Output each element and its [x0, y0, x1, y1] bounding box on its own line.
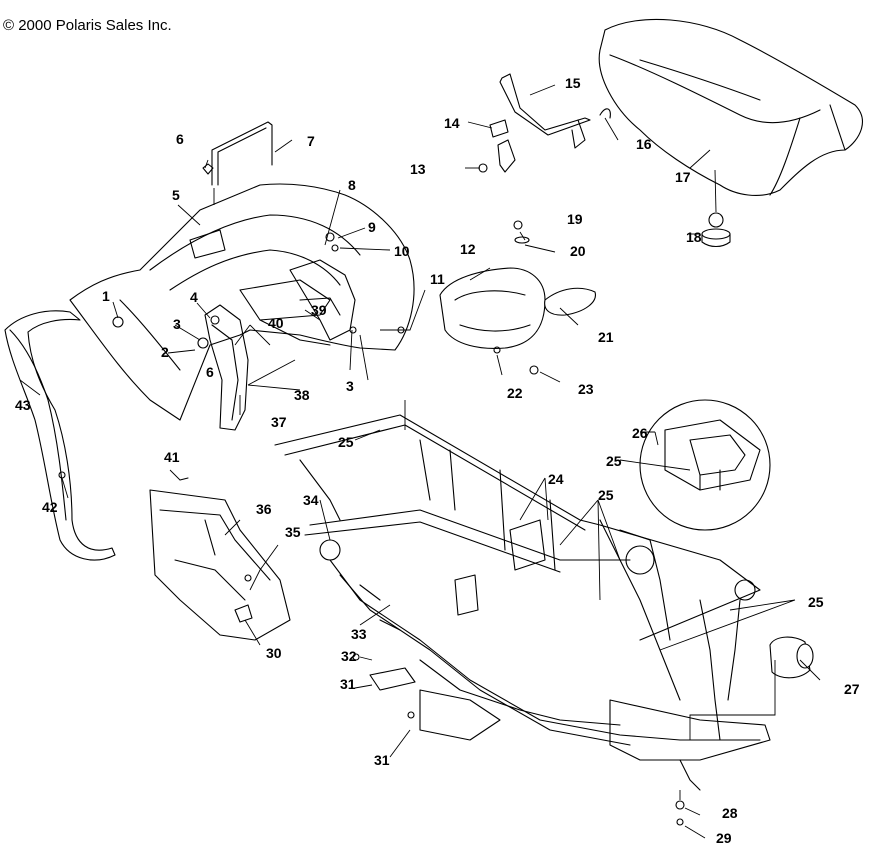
- callout-3: 3: [173, 316, 181, 332]
- leader-lines: [19, 84, 821, 839]
- callout-2: 2: [161, 344, 169, 360]
- callout-31: 31: [374, 752, 390, 768]
- callout-5: 5: [172, 187, 180, 203]
- rear-fender: [69, 183, 415, 421]
- seat: [598, 18, 863, 196]
- callout-3: 3: [346, 378, 354, 394]
- callout-33: 33: [351, 626, 367, 642]
- callout-6: 6: [176, 131, 184, 147]
- callout-7: 7: [307, 133, 315, 149]
- callout-15: 15: [565, 75, 581, 91]
- callout-21: 21: [598, 329, 614, 345]
- callout-16: 16: [636, 136, 652, 152]
- callout-10: 10: [394, 243, 410, 259]
- callout-13: 13: [410, 161, 426, 177]
- callout-34: 34: [303, 492, 319, 508]
- callout-9: 9: [368, 219, 376, 235]
- callout-42: 42: [42, 499, 58, 515]
- callout-23: 23: [578, 381, 594, 397]
- callout-30: 30: [266, 645, 282, 661]
- rear-panel-bracket: [289, 259, 356, 341]
- callout-25: 25: [808, 594, 824, 610]
- callout-37: 37: [271, 414, 287, 430]
- callout-35: 35: [285, 524, 301, 540]
- callout-4: 4: [190, 289, 198, 305]
- callout-12: 12: [460, 241, 476, 257]
- side-flap-rail: [4, 310, 116, 561]
- callout-18: 18: [686, 229, 702, 245]
- callout-11: 11: [430, 271, 445, 287]
- copyright-notice: © 2000 Polaris Sales Inc.: [3, 17, 172, 34]
- callout-24: 24: [548, 471, 564, 487]
- callout-31: 31: [340, 676, 356, 692]
- callout-41: 41: [164, 449, 180, 465]
- callout-29: 29: [716, 830, 732, 846]
- engine-mount: [769, 636, 814, 679]
- callout-28: 28: [722, 805, 738, 821]
- strap: [544, 287, 596, 316]
- detail-inset: [639, 399, 771, 531]
- rear-support-bracket: [204, 304, 249, 431]
- callout-32: 32: [341, 648, 357, 664]
- callout-26: 26: [632, 425, 648, 441]
- callout-27: 27: [844, 681, 860, 697]
- callout-36: 36: [256, 501, 272, 517]
- callout-1: 1: [102, 288, 110, 304]
- callout-25: 25: [338, 434, 354, 450]
- callout-22: 22: [507, 385, 523, 401]
- callout-17: 17: [675, 169, 691, 185]
- callout-8: 8: [348, 177, 356, 193]
- callout-25: 25: [598, 487, 614, 503]
- seat-latch-assembly: [478, 73, 611, 173]
- seat-bumper: [701, 212, 731, 248]
- storage-box: [439, 267, 546, 349]
- callout-43: 43: [15, 397, 31, 413]
- callout-38: 38: [294, 387, 310, 403]
- callout-25: 25: [606, 453, 622, 469]
- callout-20: 20: [570, 243, 586, 259]
- footwell-panel: [149, 489, 291, 641]
- callout-40: 40: [268, 315, 284, 331]
- callout-6: 6: [206, 364, 214, 380]
- rack-bar: [211, 121, 273, 186]
- callout-19: 19: [567, 211, 583, 227]
- main-frame: [274, 414, 771, 791]
- callout-39: 39: [311, 302, 327, 318]
- callout-14: 14: [444, 115, 460, 131]
